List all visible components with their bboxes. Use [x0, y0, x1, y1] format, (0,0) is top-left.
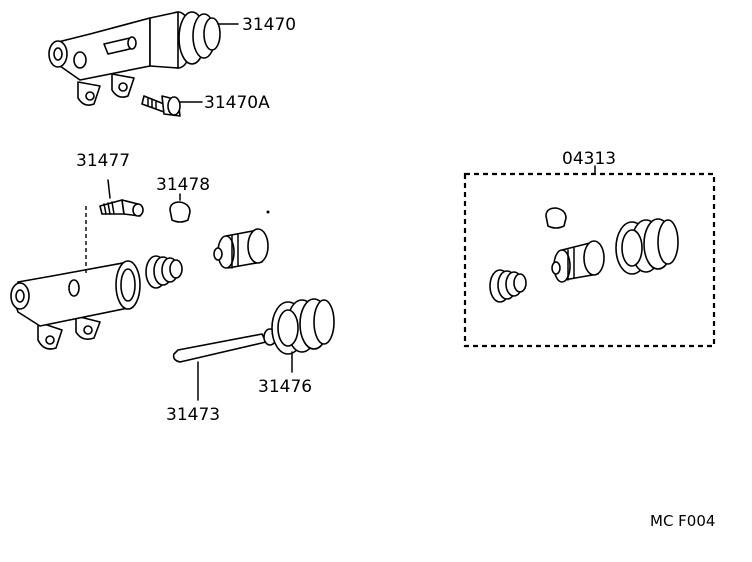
- label-04313: 04313: [562, 149, 616, 169]
- label-31477: 31477: [76, 151, 130, 171]
- push-rod: [172, 328, 277, 401]
- label-31470: 31470: [242, 15, 296, 35]
- cylinder-body: [10, 260, 141, 350]
- label-31470A: 31470A: [204, 93, 270, 113]
- bleeder-plug: [85, 179, 144, 276]
- bleeder-cap: [169, 193, 191, 223]
- union-bolt: [141, 95, 203, 117]
- footer-code: MC F004: [650, 512, 715, 530]
- spring: [145, 255, 183, 289]
- repair-kit-group: [463, 165, 716, 348]
- piston: [213, 228, 269, 269]
- label-31476: 31476: [258, 377, 312, 397]
- stray-mark: [266, 210, 270, 214]
- label-31473: 31473: [166, 405, 220, 425]
- boot: [271, 298, 335, 373]
- label-31478: 31478: [156, 175, 210, 195]
- release-cylinder-assembly: [48, 11, 239, 106]
